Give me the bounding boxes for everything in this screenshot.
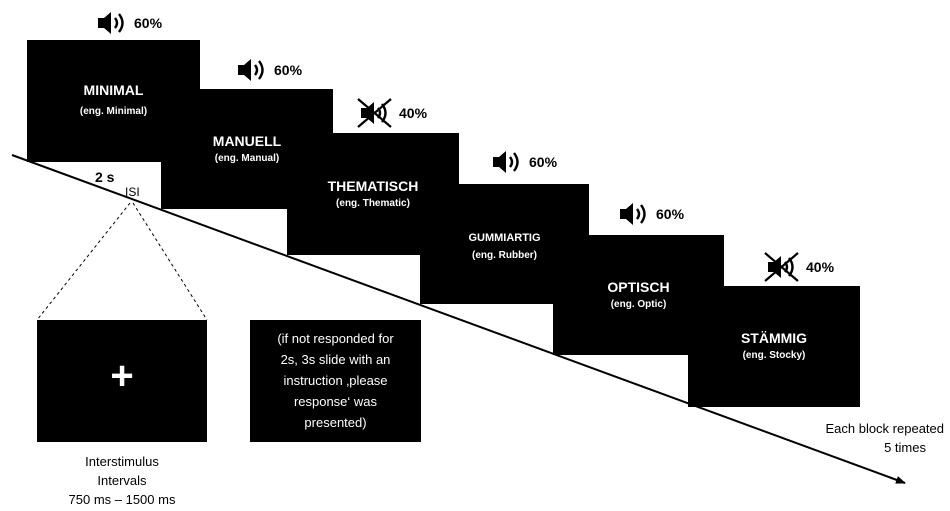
volume-percent: 60% — [274, 62, 303, 78]
slide-translation: (eng. Thematic) — [336, 198, 410, 209]
slide-translation: (eng. Rubber) — [472, 250, 537, 261]
isi-fixation-box: + — [37, 320, 207, 442]
muted-speaker-icon — [764, 252, 799, 282]
isi-label: ISI — [125, 185, 140, 199]
speaker-icon — [98, 12, 124, 34]
slide-translation: (eng. Minimal) — [79, 106, 148, 117]
isi-caption-line: 750 ms – 1500 ms — [68, 492, 176, 507]
slide-translation: (eng. Stocky) — [742, 350, 806, 361]
speaker-icon — [493, 151, 519, 173]
isi-caption-line: Intervals — [97, 473, 147, 488]
instruction-box: (if not responded for 2s, 3s slide with … — [250, 320, 421, 442]
volume-indicator: 40% — [762, 250, 834, 284]
muted-speaker-icon — [357, 98, 392, 128]
instruction-line: presented) — [304, 415, 367, 430]
slide-word: GUMMIARTIG — [468, 232, 541, 244]
volume-indicator: 60% — [491, 149, 557, 175]
volume-percent: 40% — [399, 105, 428, 121]
slide-translation: (eng. Optic) — [610, 299, 667, 310]
instruction-line: instruction ‚please — [283, 373, 388, 388]
repeat-note: Each block repeated 5 times — [784, 419, 944, 457]
repeat-note-line: Each block repeated — [825, 421, 944, 436]
isi-caption: Interstimulus Intervals 750 ms – 1500 ms — [32, 452, 212, 509]
repeat-note-line: 5 times — [884, 440, 926, 455]
fixation-cross: + — [110, 354, 134, 398]
volume-indicator: 60% — [236, 57, 302, 83]
slide-translation: (eng. Manual) — [214, 153, 280, 164]
zoom-line-right — [132, 202, 208, 321]
volume-indicator: 60% — [96, 10, 162, 36]
slide-word: STÄMMIG — [740, 330, 808, 346]
zoom-line-left — [36, 202, 131, 321]
slide-word: THEMATISCH — [327, 178, 419, 194]
speaker-icon — [238, 59, 264, 81]
instruction-line: response‘ was — [293, 394, 378, 409]
slide-word: OPTISCH — [607, 279, 670, 295]
duration-label: 2 s — [95, 169, 115, 185]
slide-word: MINIMAL — [83, 82, 144, 98]
volume-indicator: 60% — [618, 201, 684, 227]
volume-percent: 60% — [134, 15, 163, 31]
isi-caption-line: Interstimulus — [85, 454, 159, 469]
slide-staemmig: STÄMMIG (eng. Stocky) — [688, 286, 860, 407]
slide-word: MANUELL — [212, 133, 282, 149]
speaker-icon — [620, 203, 646, 225]
volume-percent: 40% — [806, 259, 835, 275]
instruction-line: (if not responded for — [277, 331, 394, 346]
volume-indicator: 40% — [355, 96, 427, 130]
volume-percent: 60% — [656, 206, 685, 222]
volume-percent: 60% — [529, 154, 558, 170]
instruction-line: 2s, 3s slide with an — [280, 352, 391, 367]
